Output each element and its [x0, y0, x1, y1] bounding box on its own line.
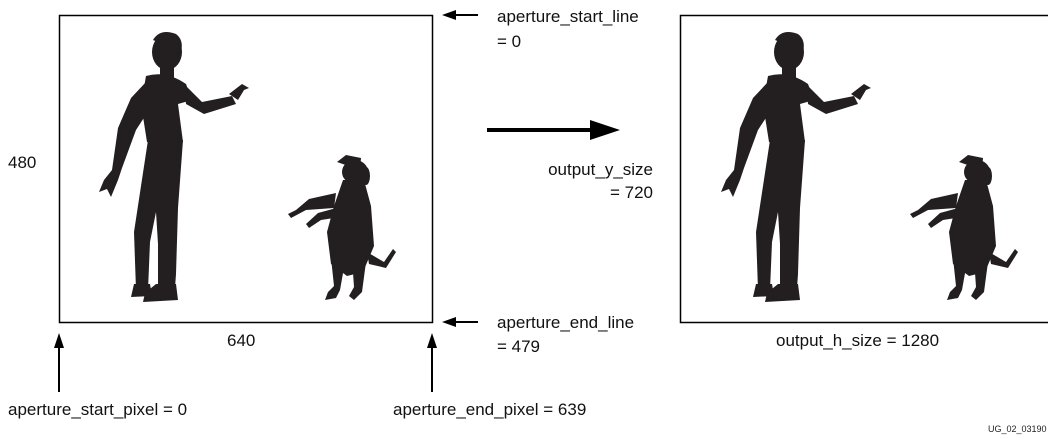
- aperture-start-line-value: = 0: [497, 32, 521, 51]
- aperture-start-line-label: aperture_start_line: [497, 7, 639, 26]
- input-height-label: 480: [8, 153, 36, 172]
- aperture-end-pixel-label: aperture_end_pixel = 639: [393, 400, 586, 419]
- aperture-start-pixel-arrowhead: [54, 333, 64, 348]
- input-width-label: 640: [227, 331, 255, 350]
- aperture-start-pixel-label: aperture_start_pixel = 0: [8, 400, 187, 419]
- aperture-end-line-label: aperture_end_line: [497, 313, 634, 332]
- aperture-end-pixel-arrowhead: [427, 333, 437, 348]
- aperture-end-line-value: = 479: [497, 337, 540, 356]
- aperture-start-line-arrowhead: [442, 10, 456, 20]
- scaling-arrowhead: [590, 120, 620, 140]
- figure-id: UG_02_03190: [988, 424, 1047, 434]
- output-y-size-label: output_y_size: [548, 160, 653, 179]
- output-y-size-value: = 720: [610, 183, 653, 202]
- output-h-size-label: output_h_size = 1280: [776, 331, 939, 350]
- aperture-end-line-arrowhead: [442, 317, 456, 327]
